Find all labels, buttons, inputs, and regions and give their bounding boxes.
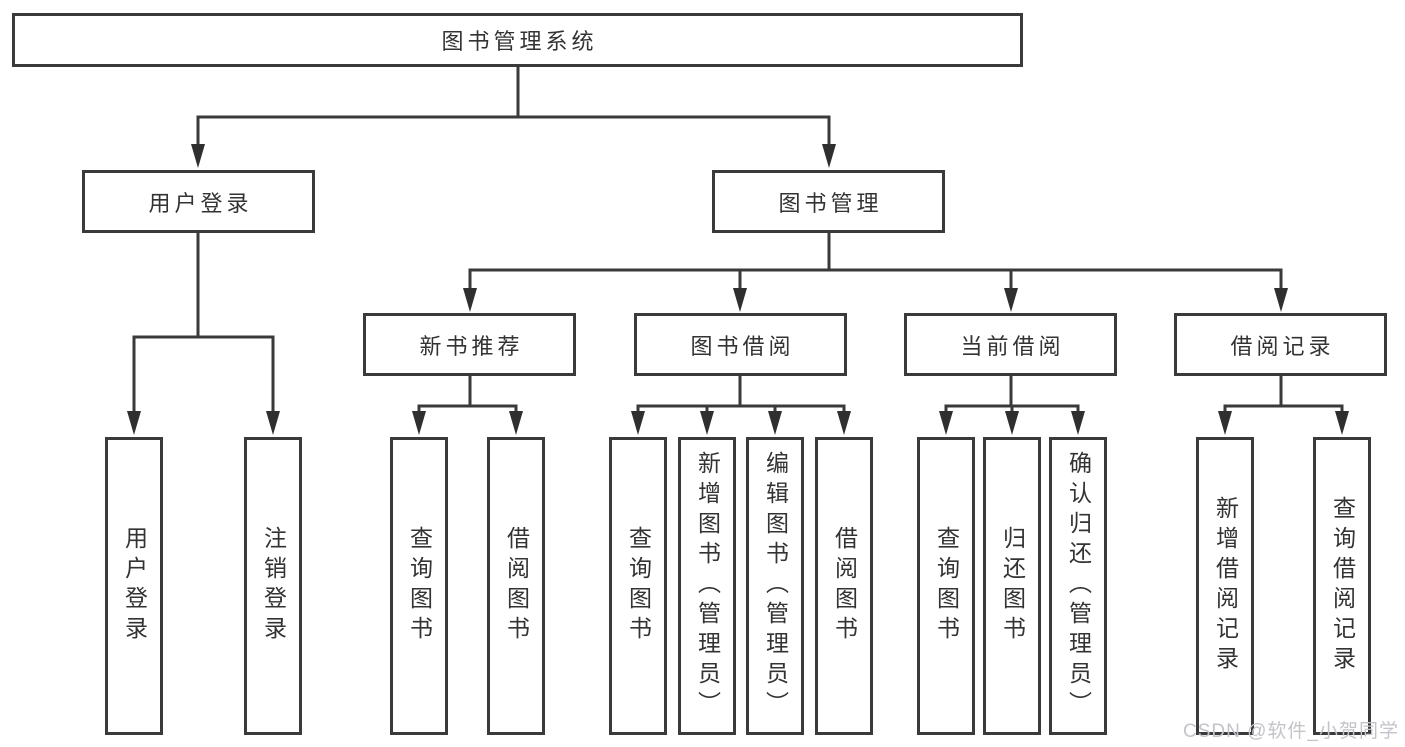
node-borrow-records: 借阅记录	[1174, 313, 1387, 376]
node-new-book-recommend: 新书推荐	[363, 313, 576, 376]
leaf-query-books-current-label: 查询图书	[933, 526, 960, 646]
leaf-borrow-books-label: 借阅图书	[831, 526, 858, 646]
node-user-login-label: 用户登录	[148, 190, 253, 216]
leaf-return-book-label: 归还图书	[999, 526, 1026, 646]
node-book-management: 图书管理	[712, 170, 945, 233]
leaf-user-login: 用户登录	[105, 437, 163, 735]
leaf-logout-label: 注销登录	[260, 526, 287, 646]
leaf-query-books-recommend: 查询图书	[390, 437, 448, 735]
arrowhead-icons	[127, 144, 1349, 435]
leaf-add-book-admin-label: 新增图书（管理员）	[694, 451, 721, 721]
leaf-borrow-books: 借阅图书	[815, 437, 873, 735]
node-current-borrow-label: 当前借阅	[960, 333, 1065, 359]
node-borrow-records-label: 借阅记录	[1230, 333, 1335, 359]
leaf-add-borrow-record-label: 新增借阅记录	[1212, 496, 1239, 676]
leaf-borrow-books-recommend: 借阅图书	[487, 437, 545, 735]
node-root: 图书管理系统	[12, 13, 1023, 67]
leaf-query-books-recommend-label: 查询图书	[406, 526, 433, 646]
leaf-edit-book-admin-label: 编辑图书（管理员）	[762, 451, 789, 721]
node-book-borrow-label: 图书借阅	[690, 333, 795, 359]
watermark: CSDN @软件_小贺同学	[1183, 721, 1399, 742]
leaf-user-login-label: 用户登录	[121, 526, 148, 646]
leaf-add-book-admin: 新增图书（管理员）	[678, 437, 736, 735]
leaf-return-book: 归还图书	[983, 437, 1041, 735]
node-book-management-label: 图书管理	[778, 190, 883, 216]
node-user-login: 用户登录	[82, 170, 315, 233]
node-current-borrow: 当前借阅	[904, 313, 1117, 376]
leaf-edit-book-admin: 编辑图书（管理员）	[746, 437, 804, 735]
leaf-confirm-return-admin: 确认归还（管理员）	[1049, 437, 1107, 735]
leaf-logout: 注销登录	[244, 437, 302, 735]
node-new-book-recommend-label: 新书推荐	[419, 333, 524, 359]
leaf-confirm-return-admin-label: 确认归还（管理员）	[1065, 451, 1092, 721]
node-book-borrow: 图书借阅	[634, 313, 847, 376]
leaf-query-books-current: 查询图书	[917, 437, 975, 735]
leaf-query-books-borrow-label: 查询图书	[625, 526, 652, 646]
node-root-label: 图书管理系统	[441, 29, 598, 54]
leaf-query-borrow-record-label: 查询借阅记录	[1329, 496, 1356, 676]
leaf-add-borrow-record: 新增借阅记录	[1196, 437, 1254, 735]
leaf-query-borrow-record: 查询借阅记录	[1313, 437, 1371, 735]
leaf-query-books-borrow: 查询图书	[609, 437, 667, 735]
leaf-borrow-books-recommend-label: 借阅图书	[503, 526, 530, 646]
